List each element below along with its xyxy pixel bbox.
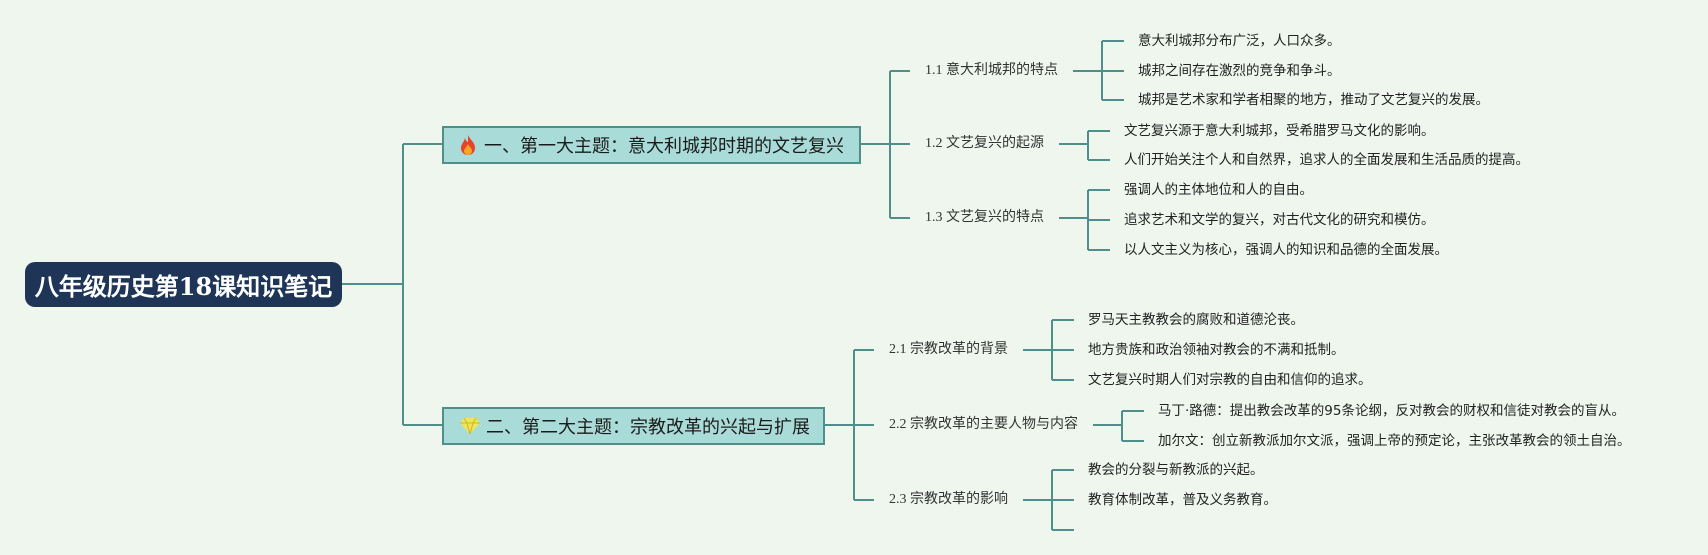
connector-root (342, 143, 442, 426)
leaf-2-3-2: 教育体制改革，普及义务教育。 (1088, 492, 1277, 508)
leaf-1-1-3: 城邦是艺术家和学者相聚的地方，推动了文艺复兴的发展。 (1138, 92, 1489, 108)
leaf-1-2-1: 文艺复兴源于意大利城邦，受希腊罗马文化的影响。 (1124, 123, 1435, 139)
leaf-2-1-3: 文艺复兴时期人们对宗教的自由和信仰的追求。 (1088, 372, 1372, 388)
leaf-2-1-2: 地方贵族和政治领袖对教会的不满和抵制。 (1088, 342, 1345, 358)
leaf-2-2-2: 加尔文：创立新教派加尔文派，强调上帝的预定论，主张改革教会的领土自治。 (1158, 433, 1631, 449)
subtopic-1-1[interactable]: 1.1 意大利城邦的特点 (925, 63, 1058, 78)
topic-node-1[interactable]: 一、第一大主题：意大利城邦时期的文艺复兴 (442, 126, 861, 164)
leaf-1-3-1: 强调人的主体地位和人的自由。 (1124, 182, 1313, 198)
leaf-1-2-2: 人们开始关注个人和自然界，追求人的全面发展和生活品质的提高。 (1124, 152, 1529, 168)
leaf-2-1-1: 罗马天主教教会的腐败和道德沦丧。 (1088, 312, 1304, 328)
subtopic-2-1[interactable]: 2.1 宗教改革的背景 (889, 342, 1008, 357)
leaf-1-3-2: 追求艺术和文学的复兴，对古代文化的研究和模仿。 (1124, 212, 1435, 228)
subtopic-1-2[interactable]: 1.2 文艺复兴的起源 (925, 136, 1044, 151)
topic-node-2[interactable]: 二、第二大主题：宗教改革的兴起与扩展 (442, 407, 825, 445)
connector-sub-2-2 (1093, 410, 1144, 442)
subtopic-2-2[interactable]: 2.2 宗教改革的主要人物与内容 (889, 417, 1078, 432)
subtopic-1-3[interactable]: 1.3 文艺复兴的特点 (925, 210, 1044, 225)
topic-label-2: 二、第二大主题：宗教改革的兴起与扩展 (486, 417, 810, 438)
connector-sub-1-1 (1073, 40, 1124, 101)
leaf-1-1-2: 城邦之间存在激烈的竞争和争斗。 (1138, 63, 1341, 79)
leaf-1-1-1: 意大利城邦分布广泛，人口众多。 (1138, 33, 1341, 49)
connector-sub-2-1 (1023, 319, 1074, 381)
connector-topic2 (825, 349, 874, 501)
gem-icon (460, 418, 480, 434)
leaf-2-3-1: 教会的分裂与新教派的兴起。 (1088, 462, 1264, 478)
root-node[interactable]: 八年级历史第18课知识笔记 (25, 262, 342, 307)
connector-topic1 (861, 70, 910, 219)
subtopic-2-3[interactable]: 2.3 宗教改革的影响 (889, 492, 1008, 507)
fire-icon (461, 135, 475, 155)
connector-sub-2-3 (1023, 469, 1074, 531)
leaf-2-2-1: 马丁·路德：提出教会改革的95条论纲，反对教会的财权和信徒对教会的盲从。 (1158, 403, 1625, 419)
root-title: 八年级历史第18课知识笔记 (34, 272, 333, 301)
topic-label-1: 一、第一大主题：意大利城邦时期的文艺复兴 (484, 136, 844, 157)
connector-sub-1-2 (1059, 130, 1110, 161)
leaf-1-3-3: 以人文主义为核心，强调人的知识和品德的全面发展。 (1124, 242, 1448, 258)
connector-sub-1-3 (1059, 189, 1110, 251)
